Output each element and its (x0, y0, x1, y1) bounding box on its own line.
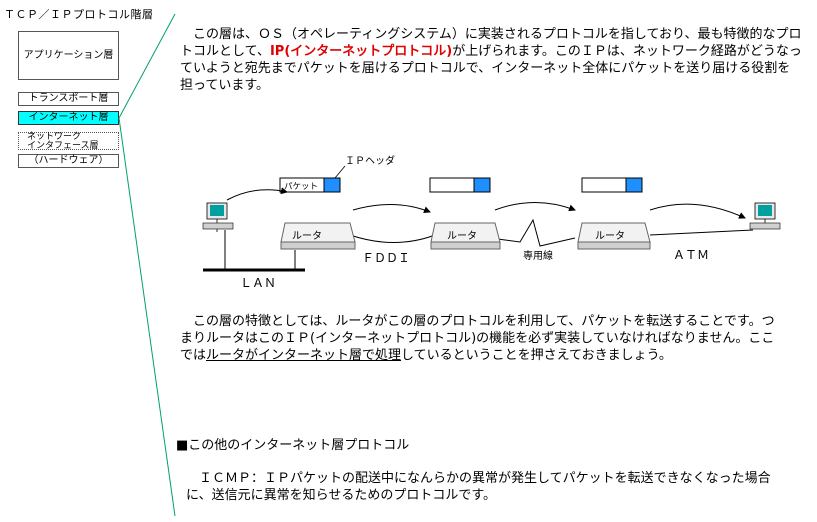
arrow-1 (226, 187, 288, 201)
layer-network-interface: ネットワーク インタフェース層 (18, 132, 119, 151)
router-3: ルータ (577, 222, 651, 250)
layer-application-label: アプリケーション層 (23, 50, 114, 61)
intro-paragraph: この層は、ＯＳ（オペレーティングシステム）に実装されるプロトコルを指しており、最… (180, 26, 802, 94)
connector-line-bottom (118, 117, 176, 517)
fddi-label: ＦＤＤＩ (362, 251, 410, 265)
layer-application: アプリケーション層 (18, 31, 119, 80)
layer-internet-label: インターネット層 (28, 112, 109, 123)
layer-internet: インターネット層 (18, 111, 119, 125)
leased-line-label: 専用線 (523, 249, 553, 262)
layer-hardware-label: （ハードウェア） (28, 155, 109, 166)
arrow-3 (494, 202, 576, 212)
ip-header-pointer (334, 165, 346, 179)
router-1-label: ルータ (292, 230, 322, 242)
layer-hardware: （ハードウェア） (18, 154, 119, 168)
lan-label: ＬＡＮ (240, 276, 276, 290)
computer-icon-right (749, 202, 781, 230)
layer-transport: トランスポート層 (18, 92, 119, 106)
router-2-label: ルータ (447, 230, 477, 242)
router-1: ルータ (280, 222, 356, 250)
other-protocols-heading: ■この他のインターネット層プロトコル (176, 438, 410, 453)
ip-highlight: IP(インターネットプロトコル) (269, 44, 453, 59)
packet-1-header (323, 177, 341, 193)
intro-text-2: が上げられます。このＩＰは、ネットワーク経路がどうなっていようと宛先までパケット… (180, 44, 802, 93)
intro-text-1: この層は、ＯＳ（オペレーティングシステム）に実装されるプロトコルを指しており、最… (180, 27, 802, 59)
packet-3 (581, 177, 643, 193)
leased-line-link (489, 218, 576, 247)
layer-network-interface-label: ネットワーク インタフェース層 (27, 132, 99, 151)
atm-label: ＡＴＭ (673, 248, 709, 262)
computer-icon-left (202, 202, 234, 230)
icmp-description: ＩＣＭＰ：ＩＰパケットの配送中になんらかの異常が発生してパケットを転送できなくな… (186, 471, 771, 503)
fddi-link (349, 234, 436, 243)
router-2: ルータ (430, 222, 501, 250)
router-processing-underline: ルータがインターネット層で処理 (206, 348, 402, 363)
layer-transport-label: トランスポート層 (28, 93, 109, 104)
atm-link (649, 229, 754, 236)
feature-paragraph: この層の特徴としては、ルータがこの層のプロトコルを利用して、パケットを転送するこ… (180, 313, 787, 364)
network-diagram: ＩＰヘッダ パケット (202, 154, 781, 290)
ip-header-label: ＩＰヘッダ (345, 154, 395, 167)
router-3-label: ルータ (595, 230, 625, 242)
connector-line-top (118, 13, 176, 119)
feature-text-1: この層の特徴としては、ルータがこの層のプロトコルを利用して、パケットを転送するこ… (180, 314, 775, 363)
arrow-4 (649, 203, 746, 219)
packet-1: パケット (279, 177, 341, 193)
feature-text-2: しているということを押さえておきましょう。 (401, 348, 672, 363)
layer-diagram-title: ＴＣＰ／ＩＰプロトコル階層 (4, 8, 154, 21)
packet-2 (429, 177, 491, 193)
arrow-2 (352, 203, 431, 214)
packet-label: パケット (284, 182, 318, 192)
